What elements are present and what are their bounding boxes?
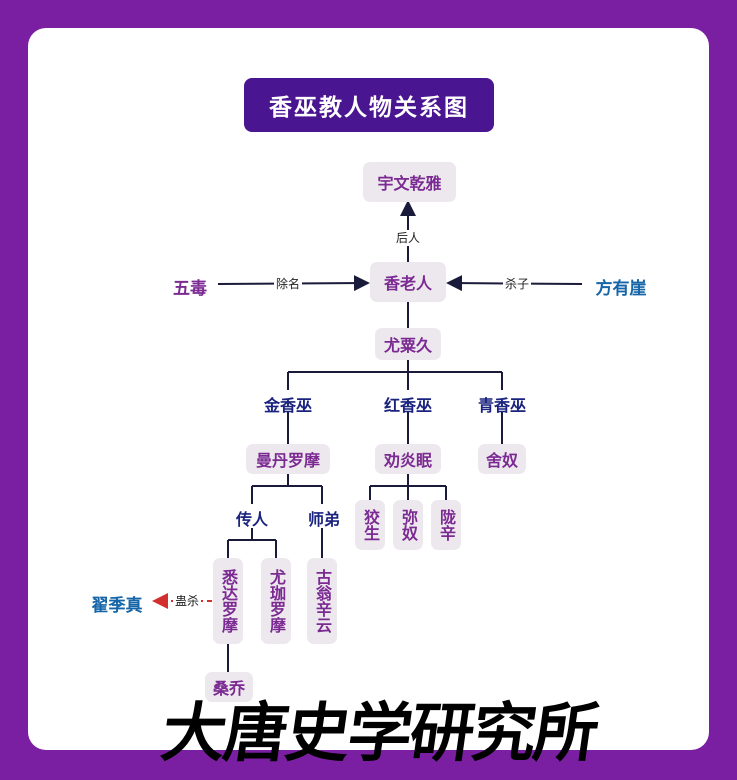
node-qingxiangwu: 青香巫 xyxy=(477,396,526,415)
node-jieyanmian: 劝炎眠 xyxy=(375,444,441,474)
node-xianglaoren: 香老人 xyxy=(370,262,446,302)
node-longxin: 陇辛 xyxy=(431,500,461,550)
edge-label-chuming: 除名 xyxy=(274,276,303,292)
node-youlijiu: 尤粟久 xyxy=(375,328,441,360)
edge-label-gusha: 蛊杀 xyxy=(173,593,202,609)
node-chuanren: 传人 xyxy=(235,510,268,529)
node-fangyouya: 方有崖 xyxy=(595,279,647,299)
node-shidi: 师弟 xyxy=(307,510,340,529)
node-youjia: 尤珈罗摩 xyxy=(261,558,291,644)
node-minu: 弥奴 xyxy=(393,500,423,550)
node-jiaosheng: 狡生 xyxy=(355,500,385,550)
node-hongxiangwu: 红香巫 xyxy=(383,396,432,415)
node-jinxiangwu: 金香巫 xyxy=(263,396,312,415)
node-zhaijizhen: 翟季真 xyxy=(91,596,143,616)
edge-label-houren: 后人 xyxy=(394,230,423,246)
node-sangqiao: 桑乔 xyxy=(205,672,253,702)
diagram-card xyxy=(28,28,709,750)
node-mandan: 曼丹罗摩 xyxy=(246,444,330,474)
node-yuwen: 宇文乾雅 xyxy=(363,162,456,202)
edge-label-shazi: 杀子 xyxy=(503,276,532,292)
node-xida: 悉达罗摩 xyxy=(213,558,243,644)
node-guweng: 古翁辛云 xyxy=(307,558,337,644)
diagram-title: 香巫教人物关系图 xyxy=(244,78,494,132)
node-shenu: 舍奴 xyxy=(478,444,526,474)
node-wudu: 五毒 xyxy=(173,279,207,299)
watermark-calligraphy: 大唐史学研究所 xyxy=(156,696,602,771)
